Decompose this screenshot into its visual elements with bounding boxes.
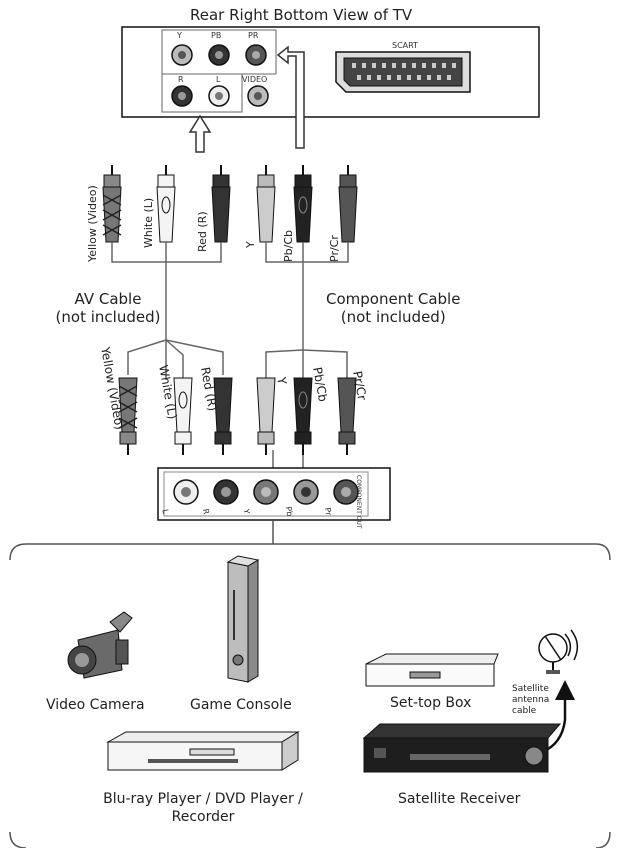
av-cable-name: AV Cable bbox=[74, 290, 142, 308]
tv-jack-video bbox=[247, 85, 269, 107]
satellite-receiver-image bbox=[362, 723, 562, 773]
lower-plug-yellow bbox=[118, 377, 138, 455]
tv-view-title: Rear Right Bottom View of TV bbox=[190, 6, 413, 24]
satellite-receiver-label: Satellite Receiver bbox=[398, 791, 521, 807]
set-top-box-label: Set-top Box bbox=[390, 695, 472, 711]
panel-jack-y bbox=[253, 479, 279, 505]
satellite-cable-label: Satellite antenna cable bbox=[512, 684, 549, 717]
component-cable-lines bbox=[265, 242, 349, 470]
av-cable-note: (not included) bbox=[55, 308, 161, 326]
upper-plug-pr bbox=[338, 165, 358, 243]
scart-connector bbox=[335, 51, 471, 93]
lower-plug-pb bbox=[293, 377, 313, 455]
set-top-box-image bbox=[365, 653, 499, 687]
panel-label-pr: Pr bbox=[322, 506, 334, 517]
tv-jack-label-pr: PR bbox=[248, 31, 259, 40]
tv-jack-r bbox=[171, 85, 193, 107]
upper-plug-red bbox=[211, 165, 231, 243]
tv-jack-label-y: Y bbox=[177, 31, 182, 40]
satellite-cable-line-1: Satellite bbox=[512, 684, 549, 694]
bluray-player-image bbox=[106, 731, 300, 771]
upper-label-y: Y bbox=[244, 241, 257, 248]
lower-plug-pr bbox=[337, 377, 357, 455]
bluray-label-line-2: Recorder bbox=[171, 809, 235, 825]
tv-jack-pr bbox=[245, 44, 267, 66]
upper-label-pr: Pr/Cr bbox=[328, 235, 341, 262]
game-console-label: Game Console bbox=[190, 697, 292, 713]
scart-label: SCART bbox=[392, 41, 418, 50]
tv-jack-label-video: VIDEO bbox=[242, 75, 268, 84]
upper-label-white: White (L) bbox=[142, 197, 155, 248]
video-camera-image bbox=[67, 611, 133, 679]
satellite-cable-line-2: antenna bbox=[512, 695, 550, 705]
bluray-label-line-1: Blu-ray Player / DVD Player / bbox=[103, 791, 303, 807]
satellite-dish-image bbox=[538, 629, 579, 674]
component-cable-name: Component Cable bbox=[326, 290, 461, 308]
lower-plug-white bbox=[173, 377, 193, 455]
upper-plug-white bbox=[156, 165, 176, 243]
panel-label-r: R bbox=[200, 507, 211, 516]
tv-jack-label-l: L bbox=[216, 75, 221, 84]
upper-plug-pb bbox=[293, 165, 313, 243]
upper-label-pb: Pb/Cb bbox=[282, 230, 295, 262]
upper-plug-yellow bbox=[102, 165, 122, 243]
tv-jack-l bbox=[208, 85, 230, 107]
component-input-arrow bbox=[276, 45, 305, 149]
satellite-cable-line-3: cable bbox=[512, 706, 537, 716]
panel-jack-l bbox=[173, 479, 199, 505]
av-cable-lines bbox=[111, 242, 224, 380]
tv-jack-y bbox=[171, 44, 193, 66]
tv-jack-label-r: R bbox=[178, 75, 184, 84]
component-cable-label: Component Cable (not included) bbox=[326, 290, 460, 326]
panel-side-label: COMPONENT OUT bbox=[355, 475, 362, 529]
lower-plug-y bbox=[256, 377, 276, 455]
panel-jack-pb bbox=[293, 479, 319, 505]
panel-label-pb: Pb bbox=[283, 505, 295, 518]
video-camera-label: Video Camera bbox=[46, 697, 145, 713]
av-cable-label: AV Cable (not included) bbox=[52, 290, 164, 326]
component-cable-note: (not included) bbox=[340, 308, 446, 326]
lower-plug-red bbox=[213, 377, 233, 455]
game-console-image bbox=[226, 555, 260, 683]
av-input-arrow bbox=[188, 114, 212, 153]
panel-jack-pr bbox=[333, 479, 359, 505]
upper-label-red: Red (R) bbox=[196, 211, 209, 252]
bluray-label: Blu-ray Player / DVD Player / Recorder bbox=[86, 790, 320, 826]
panel-jack-r bbox=[213, 479, 239, 505]
tv-jack-pb bbox=[208, 44, 230, 66]
upper-label-yellow: Yellow (Video) bbox=[86, 185, 99, 262]
tv-jack-label-pb: PB bbox=[211, 31, 222, 40]
upper-plug-y bbox=[256, 165, 276, 243]
